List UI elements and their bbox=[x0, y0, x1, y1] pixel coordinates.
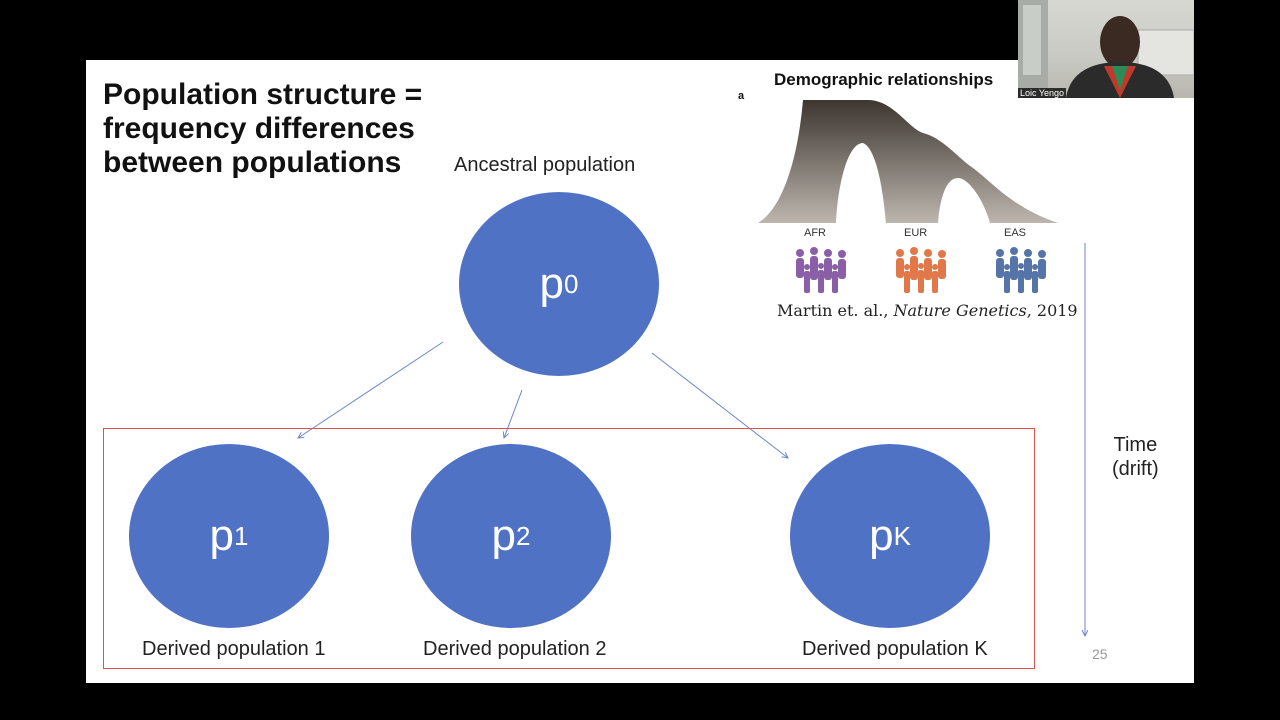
slide-title: Population structure = frequency differe… bbox=[103, 78, 423, 179]
arrow-to-p2 bbox=[504, 389, 523, 438]
arrow-to-p1 bbox=[298, 341, 444, 438]
ancestral-subscript: 0 bbox=[564, 268, 579, 299]
ancestral-symbol: p bbox=[539, 259, 564, 308]
derived-symbol: p bbox=[209, 511, 234, 560]
figure-citation: Martin et. al., Nature Genetics, 2019 bbox=[777, 301, 1078, 320]
arrow-to-pk bbox=[651, 352, 788, 458]
derived-subscript: K bbox=[893, 520, 911, 551]
derived-symbol: p bbox=[869, 511, 894, 560]
citation-authors: Martin et. al., bbox=[777, 301, 894, 320]
population-eur: EUR bbox=[904, 227, 928, 239]
people-afr-icon bbox=[796, 247, 846, 293]
people-eur-icon bbox=[896, 247, 946, 293]
time-drift-label: Time (drift) bbox=[1112, 434, 1159, 480]
derived-label-2: Derived population 2 bbox=[423, 638, 607, 660]
derived-label-k: Derived population K bbox=[802, 638, 988, 660]
demography-tree bbox=[758, 100, 1058, 223]
webcam-video: Loic Yengo bbox=[1018, 0, 1194, 98]
derived-populations-box bbox=[103, 428, 1035, 669]
webcam-name-label: Loic Yengo bbox=[1018, 88, 1067, 98]
derived-symbol: p bbox=[491, 511, 516, 560]
derived-label-1: Derived population 1 bbox=[142, 638, 326, 660]
citation-year: , 2019 bbox=[1026, 301, 1078, 320]
webcam-scene bbox=[1018, 0, 1194, 98]
figure-title: Demographic relationships bbox=[774, 70, 994, 89]
figure-panel-letter: a bbox=[738, 90, 745, 102]
page-number: 25 bbox=[1092, 646, 1108, 662]
arrows bbox=[86, 243, 1194, 683]
derived-subscript: 2 bbox=[516, 520, 531, 551]
derived-subscript: 1 bbox=[234, 520, 249, 551]
citation-journal: Nature Genetics bbox=[893, 301, 1027, 320]
population-afr: AFR bbox=[804, 227, 826, 239]
people-eas-icon bbox=[996, 247, 1046, 293]
slide: Population structure = frequency differe… bbox=[86, 60, 1194, 683]
ancestral-population-label: Ancestral population bbox=[454, 154, 636, 176]
population-eas: EAS bbox=[1004, 227, 1027, 239]
